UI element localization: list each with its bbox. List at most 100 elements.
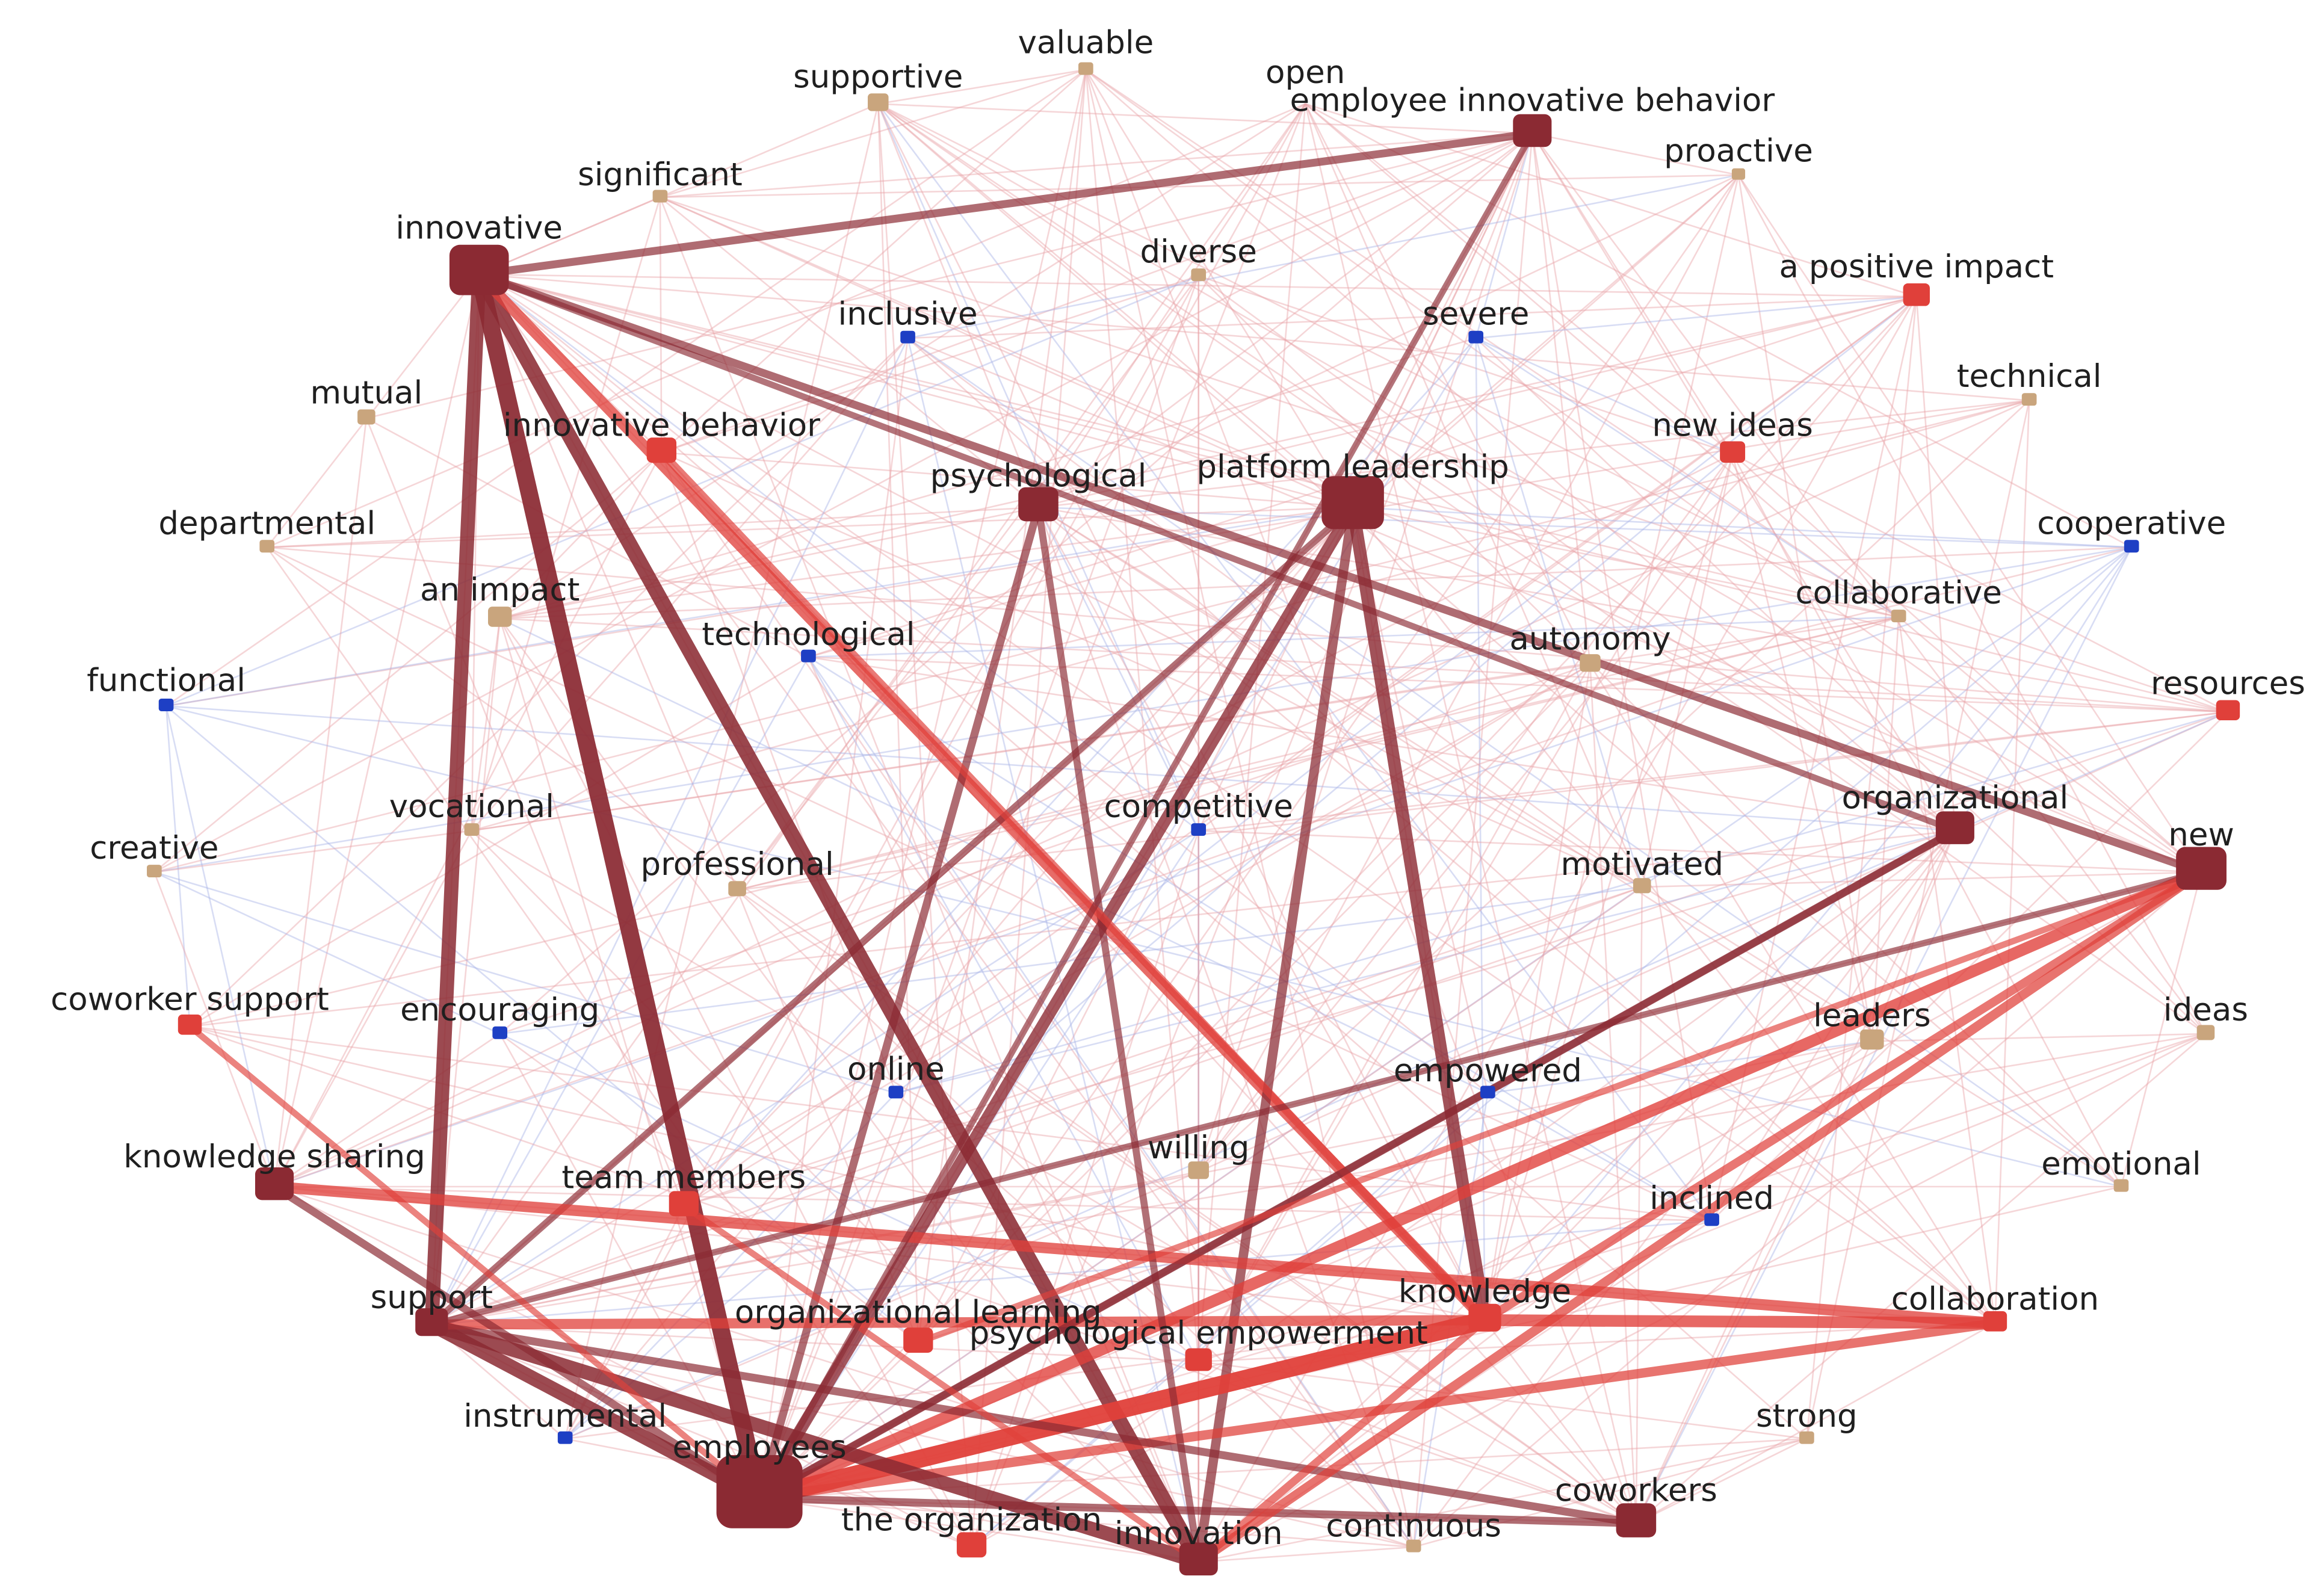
node-departmental[interactable]: [259, 540, 275, 553]
background-edge: [1589, 664, 1637, 1524]
background-edge: [808, 656, 1199, 1362]
background-edge: [1038, 295, 1917, 508]
node-new[interactable]: [2176, 847, 2227, 890]
node-inclined[interactable]: [1704, 1213, 1719, 1226]
label-departmental: departmental: [158, 505, 375, 542]
node-instrumental[interactable]: [557, 1431, 573, 1444]
background-edge: [471, 664, 1590, 832]
background-edge: [1531, 133, 1713, 1221]
edge-knowledge-innovation: [1194, 1316, 1489, 1566]
node-coworkers[interactable]: [1616, 1503, 1657, 1537]
node-empowered[interactable]: [1480, 1086, 1495, 1099]
node-technological[interactable]: [801, 649, 816, 663]
node-leaders[interactable]: [1860, 1029, 1884, 1050]
node-continuous[interactable]: [1406, 1539, 1421, 1552]
node-technical[interactable]: [2021, 393, 2037, 406]
edge-psychological-innovation: [1034, 504, 1202, 1566]
background-edge: [153, 871, 897, 1094]
node-inclusive[interactable]: [900, 330, 915, 344]
background-edge: [267, 546, 2228, 713]
background-edge: [267, 546, 1713, 1222]
node-org-learning[interactable]: [903, 1327, 933, 1353]
background-edge: [659, 197, 663, 453]
background-edge: [478, 273, 1643, 888]
background-edge: [1198, 275, 1956, 832]
background-edge: [499, 103, 1306, 620]
background-edge: [478, 103, 879, 276]
node-support[interactable]: [415, 1308, 448, 1336]
background-edge: [1198, 103, 1306, 1362]
background-edge: [478, 273, 1199, 832]
node-online[interactable]: [888, 1086, 904, 1099]
label-motivated: motivated: [1561, 846, 1723, 883]
node-supportive[interactable]: [868, 93, 889, 111]
node-strong[interactable]: [1799, 1431, 1814, 1444]
node-new-ideas[interactable]: [1720, 441, 1746, 463]
node-vocational[interactable]: [464, 823, 480, 836]
background-edge: [1198, 453, 1734, 1173]
background-edge: [1737, 175, 1873, 1042]
background-edge: [1305, 103, 1643, 888]
background-edge: [1636, 1438, 1807, 1524]
label-inclusive: inclusive: [838, 296, 978, 333]
edge-support-innovation: [424, 1317, 1206, 1569]
node-the-org[interactable]: [956, 1532, 987, 1558]
node-cooperative[interactable]: [2124, 540, 2139, 553]
node-collaboration[interactable]: [1983, 1311, 2007, 1332]
background-edge: [1531, 133, 1734, 454]
node-psych-emp[interactable]: [1185, 1348, 1212, 1371]
node-creative[interactable]: [147, 865, 162, 878]
node-severe[interactable]: [1468, 330, 1483, 344]
background-edge: [877, 103, 1039, 508]
node-an-impact[interactable]: [487, 607, 512, 627]
node-functional[interactable]: [158, 699, 174, 711]
background-edge: [366, 417, 809, 658]
node-ideas[interactable]: [2196, 1025, 2215, 1040]
node-motivated[interactable]: [1633, 878, 1651, 894]
background-edge: [1198, 711, 2228, 832]
background-edge: [499, 1033, 761, 1499]
background-edge: [1353, 506, 2132, 548]
background-edge: [1954, 546, 2133, 832]
background-edge: [1198, 1040, 1873, 1563]
node-encouraging[interactable]: [492, 1026, 508, 1039]
node-positive-impact[interactable]: [1903, 283, 1930, 306]
node-knowledge-sharing[interactable]: [255, 1167, 294, 1200]
node-professional[interactable]: [728, 881, 746, 897]
node-proactive[interactable]: [1731, 168, 1746, 180]
node-willing[interactable]: [1188, 1161, 1209, 1179]
background-edge: [1871, 1033, 2206, 1042]
node-emotional[interactable]: [2113, 1179, 2129, 1192]
node-platform[interactable]: [1321, 476, 1384, 530]
background-edge: [1305, 103, 1733, 455]
node-coworker-support[interactable]: [178, 1015, 202, 1035]
background-edge: [1413, 830, 1956, 1548]
background-edge: [431, 1040, 1873, 1326]
node-significant[interactable]: [652, 190, 668, 203]
background-edge: [1475, 337, 1899, 618]
background-edge: [1806, 400, 2030, 1439]
node-psychological[interactable]: [1018, 487, 1058, 522]
node-eib[interactable]: [1513, 114, 1552, 147]
node-organizational[interactable]: [1935, 811, 1974, 844]
node-autonomy[interactable]: [1580, 654, 1601, 672]
node-employees[interactable]: [716, 1455, 803, 1528]
node-resources[interactable]: [2216, 700, 2240, 721]
background-edge: [907, 295, 1917, 339]
background-edge: [267, 506, 1039, 548]
node-team-members[interactable]: [669, 1191, 699, 1217]
node-collaborative[interactable]: [1891, 610, 1906, 623]
background-edge: [478, 274, 738, 891]
background-edge: [683, 295, 1917, 1207]
node-diverse[interactable]: [1191, 268, 1207, 282]
node-innovation[interactable]: [1179, 1542, 1218, 1576]
node-valuable[interactable]: [1078, 62, 1093, 75]
node-competitive[interactable]: [1191, 823, 1207, 836]
node-innov-behavior[interactable]: [646, 437, 677, 463]
node-knowledge[interactable]: [1468, 1303, 1501, 1332]
background-edge: [808, 656, 1956, 832]
label-cooperative: cooperative: [2037, 505, 2226, 542]
node-innovative[interactable]: [449, 244, 509, 295]
label-psych-emp: psychological empowerment: [969, 1315, 1428, 1352]
node-mutual[interactable]: [357, 409, 375, 425]
